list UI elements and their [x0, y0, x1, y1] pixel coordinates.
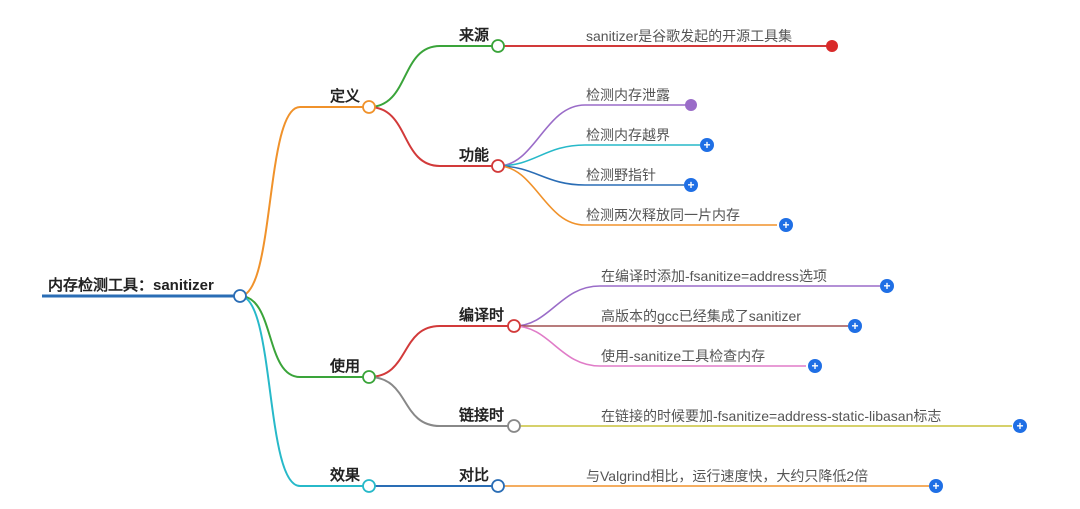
expand-function-2-icon[interactable]: + — [700, 138, 714, 152]
leaf-function-1-dot — [685, 99, 697, 111]
expand-compile-1-icon[interactable]: + — [880, 279, 894, 293]
sub-link-label[interactable]: 链接时 — [459, 407, 505, 424]
leaf-compile-3[interactable]: 使用-sanitize工具检查内存 — [601, 348, 766, 364]
edge-compile-leaf-3 — [513, 325, 806, 367]
leaf-link-1[interactable]: 在链接的时候要加-fsanitize=address-static-libasa… — [601, 408, 942, 424]
edge-function-leaf-3 — [497, 165, 684, 186]
root-label[interactable]: 内存检测工具：sanitizer — [48, 277, 214, 294]
use-node-circle[interactable] — [362, 370, 376, 384]
leaf-compile-1[interactable]: 在编译时添加-fsanitize=address选项 — [601, 268, 828, 284]
compile-node-circle[interactable] — [507, 319, 521, 333]
expand-function-3-icon[interactable]: + — [684, 178, 698, 192]
effect-node-circle[interactable] — [362, 479, 376, 493]
edge-def-function — [368, 106, 498, 167]
branch-use-label[interactable]: 使用 — [330, 358, 361, 375]
leaf-function-2[interactable]: 检测内存越界 — [586, 127, 670, 143]
leaf-source-1-dot — [826, 40, 838, 52]
edge-root-def — [239, 106, 369, 297]
compare-node-circle[interactable] — [491, 479, 505, 493]
expand-compile-3-icon[interactable]: + — [808, 359, 822, 373]
leaf-function-1[interactable]: 检测内存泄露 — [586, 87, 670, 103]
edge-root-use — [239, 295, 369, 378]
branch-def-label[interactable]: 定义 — [330, 88, 361, 105]
link-node-circle[interactable] — [507, 419, 521, 433]
expand-compile-2-icon[interactable]: + — [848, 319, 862, 333]
edge-compile-leaf-1 — [513, 285, 880, 327]
expand-link-1-icon[interactable]: + — [1013, 419, 1027, 433]
def-node-circle[interactable] — [362, 100, 376, 114]
edge-function-leaf-1 — [497, 104, 691, 167]
expand-function-4-icon[interactable]: + — [779, 218, 793, 232]
leaf-compile-2[interactable]: 高版本的gcc已经集成了sanitizer — [601, 308, 801, 324]
edge-function-leaf-2 — [497, 144, 700, 167]
edge-def-source — [368, 45, 498, 108]
source-node-circle[interactable] — [491, 39, 505, 53]
edge-use-link — [368, 376, 514, 427]
expand-compare-1-icon[interactable]: + — [929, 479, 943, 493]
function-node-circle[interactable] — [491, 159, 505, 173]
edge-use-compile — [368, 325, 514, 378]
root-node-circle[interactable] — [233, 289, 247, 303]
sub-compile-label[interactable]: 编译时 — [459, 307, 505, 324]
sub-compare-label[interactable]: 对比 — [459, 467, 490, 484]
leaf-function-3[interactable]: 检测野指针 — [586, 167, 656, 183]
sub-function-label[interactable]: 功能 — [459, 147, 490, 164]
leaf-compare-1[interactable]: 与Valgrind相比，运行速度快，大约只降低2倍 — [586, 468, 869, 484]
sub-source-label[interactable]: 来源 — [459, 27, 490, 44]
leaf-source-1[interactable]: sanitizer是谷歌发起的开源工具集 — [586, 28, 793, 44]
edge-root-effect — [239, 295, 369, 487]
branch-effect-label[interactable]: 效果 — [330, 467, 361, 484]
edge-function-leaf-4 — [497, 165, 777, 226]
leaf-function-4[interactable]: 检测两次释放同一片内存 — [586, 207, 740, 223]
